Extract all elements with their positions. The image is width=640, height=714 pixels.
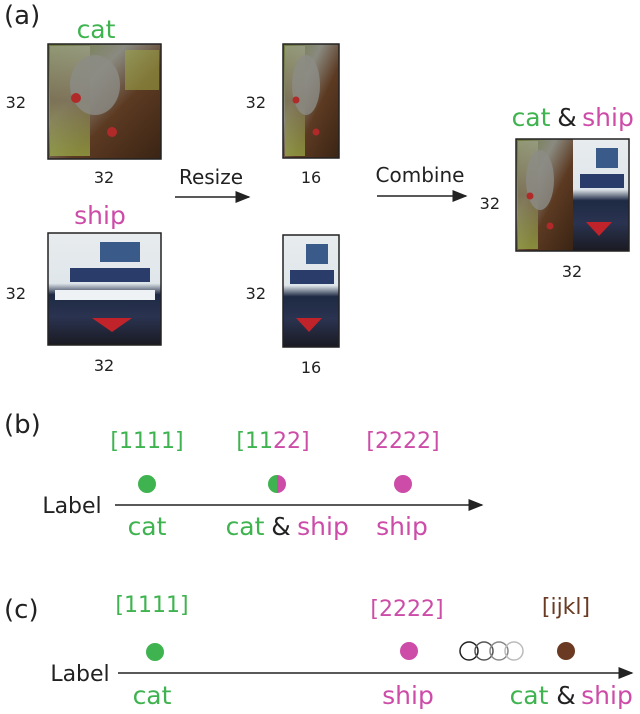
c-vector-cat: [1111] [115,593,188,618]
panel-c-label: (c) [4,595,39,625]
c-label-cat: cat [133,681,172,710]
combined-image [515,138,630,252]
combined-title-amp: & [557,103,577,132]
combine-label: Combine [376,163,465,187]
b-vector-cat: [1111] [110,429,183,454]
ship-image-32 [47,232,162,346]
b-label-cat: cat [128,512,167,541]
combined-width-32: 32 [562,262,582,281]
combined-height-32: 32 [480,194,500,213]
b-vector-ship: [2222] [366,429,439,454]
b-axis-label: Label [42,494,101,519]
c-label-ship: ship [382,681,434,710]
c-transition-circles [459,641,524,661]
cat-title: cat [77,15,116,44]
c-vector-new: [ijkl] [542,595,590,620]
cat-image-32 [47,43,162,160]
c-axis-label: Label [50,662,109,687]
ship-title: ship [74,201,126,230]
c-point-ship [400,642,418,660]
b-point-ship [394,475,412,493]
b-label-mixed-amp: & [271,512,291,541]
c-label-combined-cat: cat [510,681,549,710]
c-point-cat [146,643,164,661]
combined-title-ship: ship [582,103,634,132]
b-point-mixed-cat-half [268,475,277,493]
b-label-ship: ship [376,512,428,541]
b-vector-mixed-close: 22] [273,429,310,454]
b-label-mixed-cat: cat [226,512,265,541]
panel-a-label: (a) [4,1,40,31]
c-label-combined-amp: & [556,681,576,710]
combined-title-cat: cat [512,103,551,132]
b-point-mixed-ship-half [277,475,286,493]
cat16-width-16: 16 [301,168,321,187]
panel-b-label: (b) [4,410,41,440]
resize-label: Resize [179,165,243,189]
ship16-width-16: 16 [301,358,321,377]
b-vector-mixed-open: [11 [236,429,273,454]
cat16-height-32: 32 [246,93,266,112]
cat-width-32: 32 [94,168,114,187]
cat-image-16 [282,43,340,159]
c-label-combined-ship: ship [581,681,633,710]
combined-title: cat & ship [512,103,634,132]
c-vector-ship: [2222] [370,597,443,622]
c-point-new [557,642,575,660]
ship16-height-32: 32 [246,284,266,303]
cat-height-32: 32 [6,93,26,112]
b-label-mixed-ship: ship [297,512,349,541]
ship-width-32: 32 [94,356,114,375]
ship-height-32: 32 [6,284,26,303]
ship-image-16 [282,234,340,348]
b-point-cat [138,475,156,493]
